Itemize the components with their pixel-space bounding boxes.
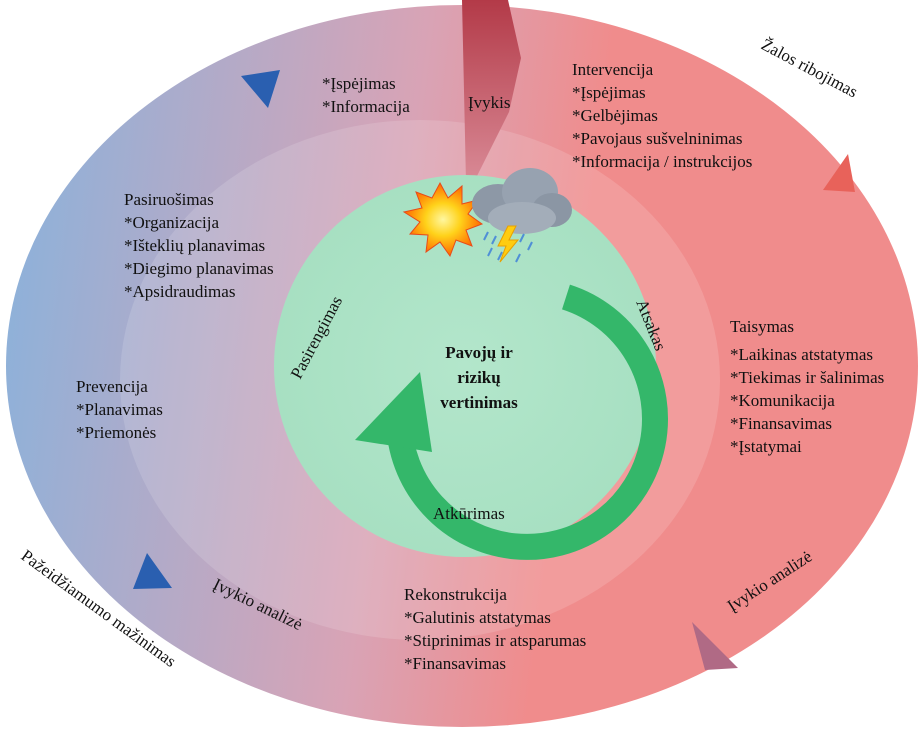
preparation-item: *Išteklių planavimas — [124, 236, 265, 255]
preparation-item: *Organizacija — [124, 213, 219, 232]
preparation-block: Pasiruošimas *Organizacija *Išteklių pla… — [124, 190, 274, 301]
reconstruction-item: *Stiprinimas ir atsparumas — [404, 631, 586, 650]
explosion-icon — [402, 181, 484, 258]
intervention-item: *Įspėjimas — [572, 83, 646, 102]
marker-blue-bottom — [133, 553, 172, 589]
repair-item: *Laikinas atstatymas — [730, 345, 873, 364]
event-label: Įvykis — [468, 93, 511, 112]
repair-item: *Įstatymai — [730, 437, 802, 456]
event-wedge — [462, 0, 521, 182]
marker-red-right — [823, 154, 855, 192]
repair-item: *Komunikacija — [730, 391, 835, 410]
preparation-title: Pasiruošimas — [124, 190, 214, 209]
intervention-item: *Informacija / instrukcijos — [572, 152, 752, 171]
repair-item: *Finansavimas — [730, 414, 832, 433]
intervention-block: Intervencija *Įspėjimas *Gelbėjimas *Pav… — [572, 60, 752, 171]
reconstruction-item: *Finansavimas — [404, 654, 506, 673]
storm-cloud-icon — [472, 168, 572, 263]
marker-mauve-bottom — [692, 622, 738, 670]
lightning-bolt-icon — [497, 225, 520, 263]
preparation-item: *Apsidraudimas — [124, 282, 235, 301]
warning-line: *Informacija — [322, 97, 410, 116]
preparation-item: *Diegimo planavimas — [124, 259, 274, 278]
warning-line: *Įspėjimas — [322, 74, 396, 93]
center-title-line: Pavojų ir — [445, 343, 513, 362]
repair-item: *Tiekimas ir šalinimas — [730, 368, 884, 387]
center-title: Pavojų ir rizikų vertinimas — [440, 343, 518, 412]
cycle-arrow — [355, 284, 668, 560]
marker-blue-top — [241, 70, 280, 108]
inner-circle — [274, 175, 656, 557]
center-title-line: vertinimas — [440, 393, 518, 412]
recovery-label: Atkūrimas — [433, 504, 505, 523]
intervention-item: *Pavojaus sušvelninimas — [572, 129, 742, 148]
prevention-title: Prevencija — [76, 377, 148, 396]
intervention-title: Intervencija — [572, 60, 654, 79]
prevention-item: *Priemonės — [76, 423, 156, 442]
warning-block: *Įspėjimas *Informacija — [322, 74, 410, 116]
reconstruction-title: Rekonstrukcija — [404, 585, 507, 604]
center-title-line: rizikų — [457, 368, 500, 387]
intervention-item: *Gelbėjimas — [572, 106, 658, 125]
reconstruction-item: *Galutinis atstatymas — [404, 608, 551, 627]
prevention-block: Prevencija *Planavimas *Priemonės — [76, 377, 163, 442]
prevention-item: *Planavimas — [76, 400, 163, 419]
repair-block: Taisymas *Laikinas atstatymas *Tiekimas … — [730, 317, 884, 456]
harm-limiting-label: Žalos ribojimas — [758, 35, 861, 102]
reconstruction-block: Rekonstrukcija *Galutinis atstatymas *St… — [404, 585, 586, 673]
repair-title: Taisymas — [730, 317, 794, 336]
